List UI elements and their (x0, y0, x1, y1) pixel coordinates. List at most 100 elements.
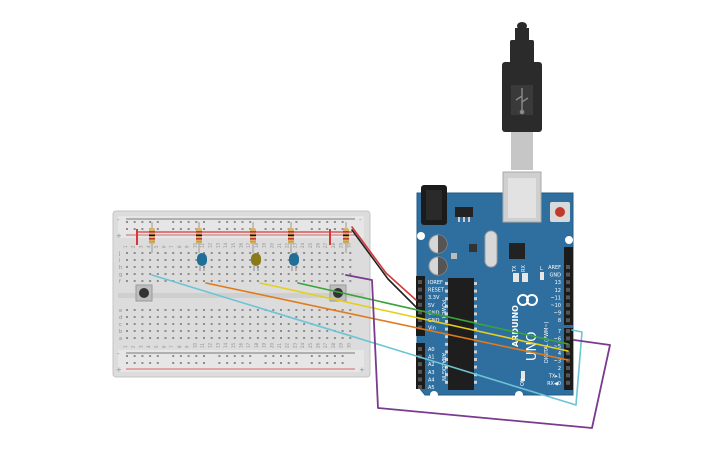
column-number: 14 (223, 242, 228, 248)
column-number: 11 (200, 242, 205, 248)
pin-label: RESET (428, 288, 445, 294)
column-number: 27 (323, 242, 328, 248)
column-number: 8 (177, 345, 182, 348)
column-number: 11 (200, 342, 205, 348)
rail-minus-label-right: - (359, 216, 362, 224)
pushbutton-left[interactable] (135, 284, 153, 302)
rail-plus-label-bottom: + (116, 366, 122, 374)
wire-red[interactable] (351, 226, 417, 301)
column-number: 2 (131, 345, 136, 348)
column-number: 29 (339, 342, 344, 348)
column-number: 5 (154, 345, 159, 348)
wire-black[interactable] (351, 229, 417, 308)
column-number: 12 (208, 342, 213, 348)
voltage-regulator (455, 207, 473, 217)
pin-label: TX▸1 (548, 373, 561, 379)
led-blue-left[interactable] (197, 253, 207, 271)
led-yellow[interactable] (251, 253, 261, 271)
column-number: 24 (300, 342, 305, 348)
pin-label: A3 (428, 370, 435, 376)
pin-label: RX◀0 (547, 381, 561, 387)
on-label: ON (520, 378, 526, 386)
column-number: 9 (185, 345, 190, 348)
column-number: 7 (169, 345, 174, 348)
pin-label: GND (550, 273, 562, 279)
wire-green[interactable] (297, 282, 569, 345)
column-number: 29 (339, 242, 344, 248)
column-number: 1 (123, 345, 128, 348)
power-title: POWER (440, 300, 446, 319)
column-number: 21 (277, 242, 282, 248)
column-number: 26 (316, 342, 321, 348)
column-number: 10 (192, 242, 197, 248)
wire-orange[interactable] (205, 282, 569, 361)
pin-label: 13 (555, 280, 561, 286)
column-number: 9 (185, 245, 190, 248)
column-number: 27 (323, 342, 328, 348)
row-letter: i (119, 258, 120, 264)
column-number: 19 (262, 242, 267, 248)
pin-label: AREF (548, 265, 561, 271)
pin-label: ~6 (554, 336, 561, 342)
column-number: 14 (223, 342, 228, 348)
wire-cyan[interactable] (151, 274, 583, 406)
wires[interactable] (151, 226, 611, 429)
rail-plus-label-right: + (359, 366, 365, 374)
column-number: 1 (123, 245, 128, 248)
column-number: 25 (308, 242, 313, 248)
column-number: 23 (292, 242, 297, 248)
column-number: 6 (162, 245, 167, 248)
column-number: 28 (331, 242, 336, 248)
wire-yellow[interactable] (259, 282, 569, 352)
l-led (540, 272, 544, 280)
column-number: 6 (162, 345, 167, 348)
usb-plug-metal (511, 130, 533, 170)
led-blue-right[interactable] (289, 253, 299, 271)
usb-cable[interactable] (502, 22, 542, 170)
pin-label: 8 (558, 318, 561, 324)
column-number: 22 (285, 242, 290, 248)
atmega-chip (448, 278, 474, 390)
column-number: 19 (262, 342, 267, 348)
pin-label: 7 (558, 329, 561, 335)
arduino-uno-board[interactable]: TX RX L ON ARDUINO UNO IOREFRESET3.3V5VG… (416, 171, 574, 399)
pin-label: ~3 (554, 359, 561, 365)
analog-title: ANALOG IN (440, 353, 446, 381)
mount-hole (430, 391, 438, 399)
row-letter: f (119, 279, 121, 285)
usb-chip (509, 243, 525, 259)
pin-label: 12 (555, 288, 561, 294)
column-number: 8 (177, 245, 182, 248)
tx-led (513, 273, 519, 282)
column-number: 10 (192, 342, 197, 348)
row-letter: e (119, 308, 122, 314)
row-letter: b (119, 329, 122, 335)
on-led (521, 371, 525, 381)
column-number: 5 (154, 245, 159, 248)
pushbutton-right[interactable] (329, 284, 347, 302)
row-letter: g (119, 272, 122, 278)
pin-label: A0 (428, 347, 435, 353)
column-number: 13 (215, 242, 220, 248)
breadboard-holes (126, 221, 352, 364)
pin-label: A5 (428, 385, 435, 391)
column-number: 7 (169, 245, 174, 248)
column-number: 15 (231, 242, 236, 248)
wire-purple[interactable] (345, 274, 611, 429)
column-number: 18 (254, 342, 259, 348)
pin-label: ~10 (550, 303, 561, 309)
usb-icon (515, 88, 529, 115)
pin-label: A1 (428, 355, 435, 361)
row-letter: c (119, 322, 122, 328)
column-number: 17 (246, 342, 251, 348)
column-number: 24 (300, 242, 305, 248)
pin-label: 5V (428, 303, 435, 309)
rail-minus-label-bottom: - (117, 350, 120, 358)
pin-label: ~9 (554, 311, 561, 317)
row-letter: a (119, 336, 122, 342)
rx-label: RX (521, 265, 527, 272)
digital-header-top[interactable] (564, 247, 573, 325)
column-number: 12 (208, 242, 213, 248)
pin-label: A4 (428, 377, 435, 383)
